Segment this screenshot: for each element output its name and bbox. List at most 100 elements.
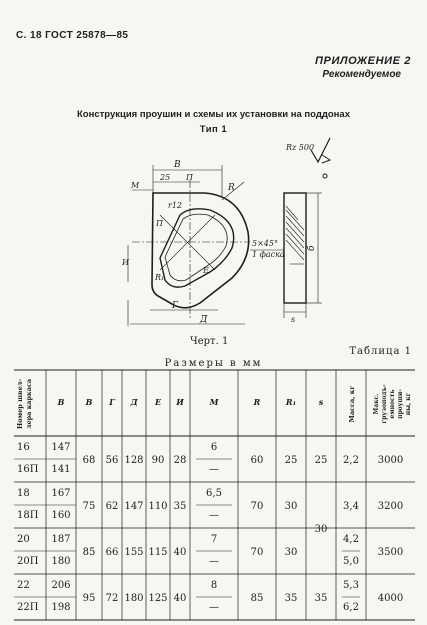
header-col-6: И [175,397,184,407]
cell-B-1: 75 [83,501,96,512]
cell-M-dash-0: — [209,464,219,475]
header-col-8: R [253,397,261,407]
cell-D-3: 180 [124,593,143,604]
roughness-check-icon [310,137,331,164]
cell-B1-1-0: 167 [51,488,70,499]
cell-M-dash-1: — [209,510,219,521]
side-view-plate [283,192,307,304]
cell-R-0: 60 [251,455,264,466]
cell-G-3: 72 [106,593,119,604]
chamfer-count-label: 1 фаска [252,250,285,259]
dim-G-label: Г [171,301,179,311]
figure-caption: Черт. 1 [190,336,229,347]
recommended-label: Рекомендуемое [322,69,401,80]
cell-D-2: 155 [124,547,143,558]
cell-B-0: 68 [83,455,96,466]
cell-G-1: 62 [106,501,119,512]
cell-channel-1-0: 18 [17,488,30,499]
dim-E-label: Е [202,266,209,275]
dim-D-label: Д [199,315,208,325]
cell-channel-2-0: 20 [17,534,30,545]
cell-E-3: 125 [148,593,167,604]
dim-M-label: М [130,181,140,190]
header-capacity-0: Макс. [373,394,380,415]
dim-R-label: R [227,183,235,193]
eye-hole-inner [164,213,228,282]
side-hatch-7 [285,205,299,221]
eye-hole-outer [159,208,235,288]
cell-D-1: 147 [124,501,143,512]
cell-s-0: 25 [315,455,328,466]
header-channel-2: лера каркаса [25,378,33,429]
cell-M-dash-3: — [209,602,219,613]
cell-R-1: 70 [251,501,264,512]
cell-channel-3-0: 22 [17,580,30,591]
cell-E-2: 115 [148,547,167,558]
header-capacity-1: грузоподъ- [381,384,388,424]
cell-s-1: 30 [315,524,328,535]
dim-P-label: П [185,173,194,182]
cell-channel-3-1: 22П [17,602,39,613]
cell-B1-2-0: 187 [51,534,70,545]
cell-capacity-0: 3000 [378,455,403,466]
header-col-1: В [57,397,65,407]
dim-r12-label: r12 [168,201,182,210]
header-col-9: R₁ [285,397,296,407]
cell-M-dash-2: — [209,556,219,567]
cell-M-0: 6 [211,442,217,453]
cell-G-0: 56 [106,455,119,466]
cell-I-1: 35 [174,501,187,512]
roughness-dot-icon [322,173,328,179]
cell-channel-2-1: 20П [17,556,39,567]
dim-R1-label: R₁ [154,273,164,282]
document-title: Конструкция проушин и схемы их установки… [76,109,350,120]
cell-mass-2-0: 4,2 [343,534,359,545]
table-number: Таблица 1 [349,346,412,357]
cell-R1-0: 25 [285,455,298,466]
cell-capacity-2: 3500 [378,547,403,558]
cell-B1-3-0: 206 [51,580,70,591]
cell-mass-0: 2,2 [343,455,359,466]
cell-R-2: 70 [251,547,264,558]
header-col-2: В [85,397,93,407]
cell-M-3: 8 [211,580,217,591]
cell-mass-2-1: 5,0 [343,556,359,567]
dim-R-leader [221,181,245,201]
header-col-5: Е [154,397,162,407]
cell-R-3: 85 [251,593,264,604]
roughness-label: Rz 500 [285,143,314,152]
cell-B1-2-1: 180 [51,556,70,567]
side-hatch-1 [285,209,305,231]
cell-B1-1-1: 160 [51,510,70,521]
cell-B1-3-1: 198 [51,602,70,613]
header-col-7: М [209,397,220,407]
cell-capacity-3: 4000 [378,593,403,604]
header-col-4: Д [129,397,138,407]
cell-E-1: 110 [148,501,167,512]
cell-E-0: 90 [152,455,165,466]
cell-B1-0-0: 147 [51,442,70,453]
cell-mass-1: 3,4 [343,501,359,512]
cell-channel-0-0: 16 [17,442,30,453]
dim-25-label: 25 [159,173,170,182]
cell-channel-0-1: 16П [17,464,39,475]
table-caption: Размеры в мм [164,358,263,369]
cell-I-0: 28 [174,455,187,466]
dim-B-label: В [173,160,181,170]
cell-R1-1: 30 [285,501,298,512]
cell-R1-2: 30 [285,547,298,558]
cell-B-2: 85 [83,547,96,558]
dim-b-label: б [306,245,317,251]
cell-capacity-1: 3200 [378,501,403,512]
header-channel-1: Номер швел- [16,379,24,429]
cell-M-1: 6,5 [206,488,222,499]
cell-D-0: 128 [124,455,143,466]
cell-R1-3: 35 [285,593,298,604]
cell-mass-3-0: 5,3 [343,580,359,591]
header-capacity-2: емность [389,390,396,419]
roughness-bracket-icon [321,154,332,164]
side-hatch-6 [285,239,305,261]
header-capacity-3: проуши- [397,389,404,419]
page-ref: С. 18 ГОСТ 25878—85 [16,30,129,41]
